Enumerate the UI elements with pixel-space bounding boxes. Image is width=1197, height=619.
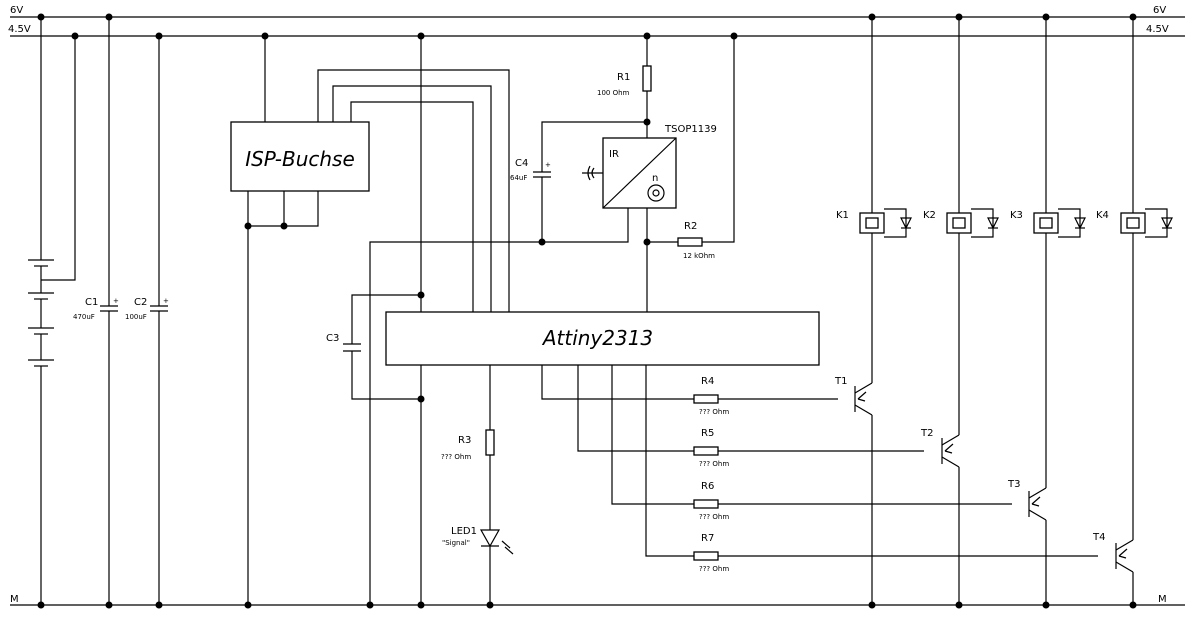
led-symbol xyxy=(479,529,514,555)
led1-value: "Signal" xyxy=(442,539,470,547)
capacitor-c1 xyxy=(100,17,118,605)
r3-label: R3 xyxy=(458,435,471,446)
r4-label: R4 xyxy=(701,376,714,387)
resistor-r3 xyxy=(485,429,495,456)
r1-value: 100 Ohm xyxy=(597,89,630,97)
ground-left-label: M xyxy=(10,594,19,605)
r2-value: 12 kOhm xyxy=(683,252,715,260)
rail-4v5-right-label: 4.5V xyxy=(1146,24,1169,35)
r3-value: ??? Ohm xyxy=(441,453,471,461)
t4-label: T4 xyxy=(1092,532,1105,543)
rail-6v-left-label: 6V xyxy=(10,5,23,16)
t3-label: T3 xyxy=(1007,479,1020,490)
k4-label: K4 xyxy=(1096,210,1109,221)
resistor-r1 xyxy=(642,65,652,92)
r4-value: ??? Ohm xyxy=(699,408,729,416)
relay-k1 xyxy=(859,208,912,238)
isp-label: ISP-Buchse xyxy=(245,147,355,171)
r2-label: R2 xyxy=(684,221,697,232)
r5-label: R5 xyxy=(701,428,714,439)
c1-value: 470uF xyxy=(73,313,95,321)
c2-plus: + xyxy=(163,297,169,305)
r6-label: R6 xyxy=(701,481,714,492)
led1-label: LED1 xyxy=(451,526,477,537)
ir-wave-icon xyxy=(587,165,595,181)
transistor-t4 xyxy=(1115,539,1134,573)
t2-label: T2 xyxy=(920,428,933,439)
resistor-r2 xyxy=(677,237,703,247)
capacitor-c2 xyxy=(150,36,168,605)
rail-4v5-left-label: 4.5V xyxy=(8,24,31,35)
resistor-r5 xyxy=(693,446,719,456)
ir-pin-label: IR xyxy=(609,149,619,160)
c2-value: 100uF xyxy=(125,313,147,321)
relay-k3 xyxy=(1033,208,1086,238)
resistor-r7 xyxy=(693,551,719,561)
c1-label: C1 xyxy=(85,297,98,308)
transistor-t1 xyxy=(854,382,873,416)
isp-wiring xyxy=(247,36,510,605)
junction-dots xyxy=(37,13,1137,609)
supply-rails xyxy=(10,16,1185,606)
ir-wiring xyxy=(369,36,735,605)
mcu-supply-wiring xyxy=(351,36,422,605)
driver-wiring xyxy=(541,365,1098,557)
r7-value: ??? Ohm xyxy=(699,565,729,573)
k3-label: K3 xyxy=(1010,210,1023,221)
tsop-label: TSOP1139 xyxy=(664,124,717,135)
mcu-label: Attiny2313 xyxy=(541,326,653,350)
k2-label: K2 xyxy=(923,210,936,221)
ir-n-label: n xyxy=(652,173,658,184)
r6-value: ??? Ohm xyxy=(699,513,729,521)
c2-label: C2 xyxy=(134,297,147,308)
c4-plus: + xyxy=(545,161,551,169)
t1-label: T1 xyxy=(834,376,847,387)
isp-connector xyxy=(230,121,370,192)
battery xyxy=(28,17,76,605)
r5-value: ??? Ohm xyxy=(699,460,729,468)
resistor-r4 xyxy=(693,394,719,404)
relay-k2 xyxy=(946,208,999,238)
resistor-r6 xyxy=(693,499,719,509)
capacitor-c4 xyxy=(533,171,551,178)
k1-label: K1 xyxy=(836,210,849,221)
c4-label: C4 xyxy=(515,158,528,169)
r7-label: R7 xyxy=(701,533,714,544)
r1-label: R1 xyxy=(617,72,630,83)
c1-plus: + xyxy=(113,297,119,305)
c3-label: C3 xyxy=(326,333,339,344)
transistor-t3 xyxy=(1028,487,1047,521)
capacitor-c3 xyxy=(343,343,361,352)
transistor-t2 xyxy=(941,434,960,468)
mcu-attiny2313 xyxy=(385,311,820,366)
rail-6v-right-label: 6V xyxy=(1153,5,1166,16)
c4-value: 64uF xyxy=(510,174,527,182)
relay-k4 xyxy=(1120,208,1173,238)
ground-right-label: M xyxy=(1158,594,1167,605)
